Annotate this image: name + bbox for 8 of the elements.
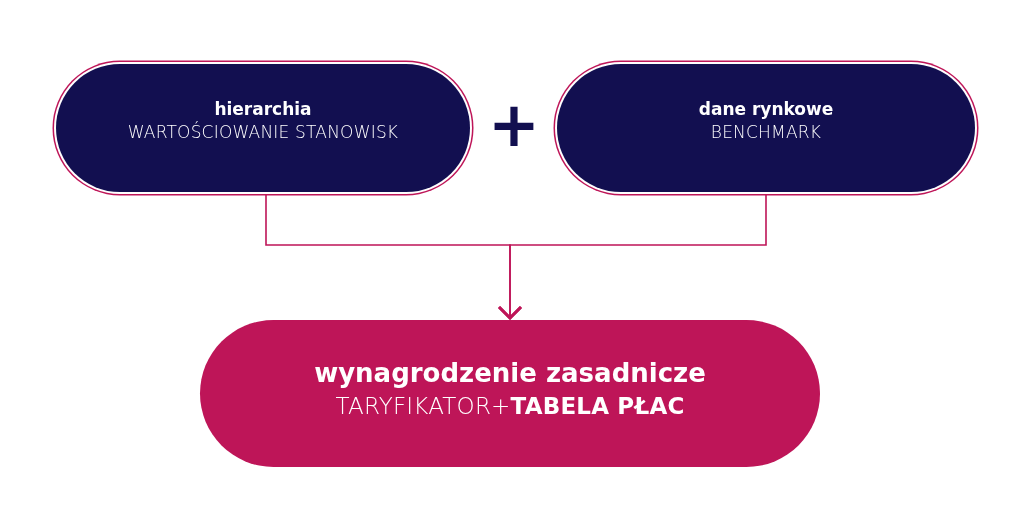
pill-subtitle: WARTOŚCIOWANIE STANOWISK: [127, 120, 399, 144]
plus-sign: +: [487, 94, 541, 156]
pill-subtitle: BENCHMARK: [710, 120, 822, 144]
pill-subtitle: TARYFIKATOR+TABELA PŁAC: [335, 391, 685, 421]
pill-heading: wynagrodzenie zasadnicze: [314, 357, 706, 391]
pill-heading: dane rynkowe: [698, 98, 834, 121]
connector-arrow: [497, 194, 767, 320]
pill-heading: hierarchia: [214, 98, 312, 121]
